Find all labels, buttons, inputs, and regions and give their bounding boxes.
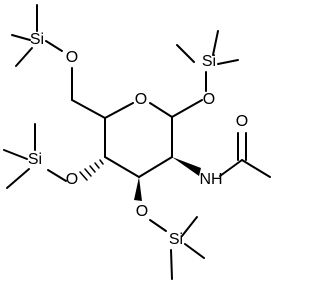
bond-o-bottom-si bbox=[149, 219, 167, 232]
ring-bond-c3-c4 bbox=[104, 156, 140, 178]
wedge-c3-o-bottom bbox=[134, 177, 142, 201]
hash-c4-o-left-3 bbox=[89, 165, 96, 173]
bond-si-top-right-methyl-2 bbox=[212, 30, 219, 56]
bond-si-bottom-methyl-3 bbox=[184, 243, 205, 259]
bond-c1-o-top-right bbox=[171, 99, 203, 118]
bond-si-bottom-methyl-1 bbox=[170, 249, 173, 280]
ring-bond-o-c1 bbox=[149, 102, 173, 118]
atom-o-ring: O bbox=[135, 91, 147, 108]
bond-si-left-methyl-3 bbox=[6, 168, 30, 189]
bond-carbonyl-methyl bbox=[241, 159, 271, 178]
bond-si-left-methyl-2 bbox=[3, 149, 28, 160]
bond-si-top-left-methyl-2 bbox=[11, 34, 31, 41]
ring-bond-c5-o bbox=[104, 102, 134, 119]
bond-si-top-right-methyl-3 bbox=[217, 59, 239, 65]
hash-c4-o-left-4 bbox=[84, 168, 92, 177]
atom-o-bottom: O bbox=[136, 203, 148, 220]
atom-o-top-left: O bbox=[66, 49, 78, 66]
hash-c4-o-left-1 bbox=[99, 159, 104, 165]
atom-si-left: Si bbox=[28, 151, 42, 168]
bond-si-top-left-o bbox=[45, 40, 63, 52]
bond-si-bottom-methyl-2 bbox=[181, 216, 198, 237]
atom-nh: NH bbox=[199, 171, 222, 188]
atom-o-carbonyl: O bbox=[236, 113, 248, 130]
atom-si-top-left: Si bbox=[30, 31, 44, 48]
atom-si-bottom: Si bbox=[169, 231, 183, 248]
atom-o-left: O bbox=[66, 171, 78, 188]
bond-ch2-c6 bbox=[71, 99, 106, 119]
ring-bond-c2-c3 bbox=[138, 156, 173, 178]
wedge-c2-nh bbox=[172, 157, 201, 176]
bond-o-left-si bbox=[47, 169, 67, 182]
hash-c4-o-left-2 bbox=[94, 162, 100, 169]
bond-si-top-left-methyl-3 bbox=[15, 47, 33, 67]
atom-si-top-right: Si bbox=[202, 53, 216, 70]
atom-o-top-right: O bbox=[203, 91, 215, 108]
hash-c4-o-left-5 bbox=[79, 171, 88, 181]
chemical-structure-diagram: Si O Si O O Si O O NH O Si bbox=[3, 4, 271, 280]
bond-si-top-right-methyl-1 bbox=[176, 44, 195, 63]
bond-nh-carbonyl-c bbox=[219, 159, 243, 177]
